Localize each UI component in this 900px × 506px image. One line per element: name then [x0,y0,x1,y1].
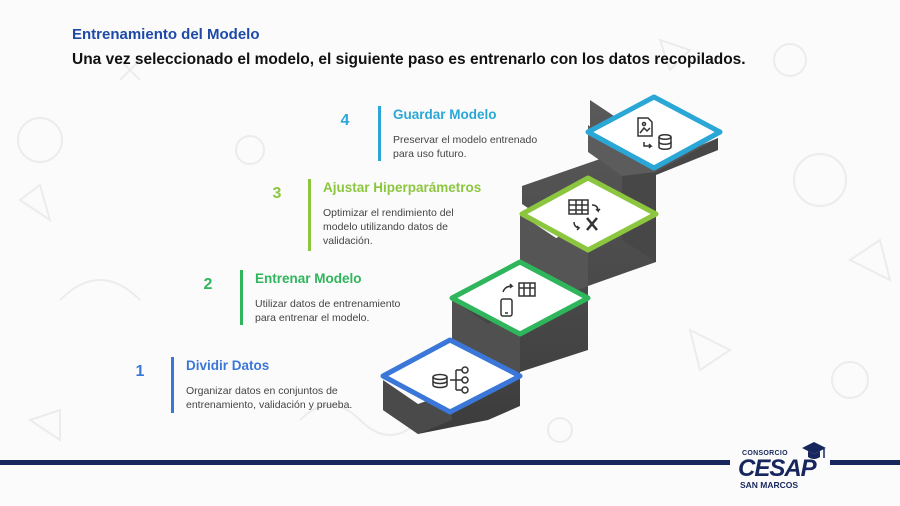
step-1-platform [380,337,523,415]
slide-subtitle: Una vez seleccionado el modelo, el sigui… [72,51,746,68]
step-4-description: Preservar el modelo entrenado para uso f… [393,133,593,161]
step-1-desc-line: Organizar datos en conjuntos de [186,385,338,397]
footer-bar-left [0,460,730,465]
step-3-title: Ajustar Hiperparámetros [323,180,482,195]
phone-table-sync-icon [500,282,536,317]
step-2-label: Entrenar Modelo Utilizar datos de entren… [240,270,455,325]
step-1-desc-line: entrenamiento, validación y prueba. [186,399,353,411]
cesap-logo: CONSORCIO CESAP SAN MARCOS [736,440,828,492]
step-3-label: Ajustar Hiperparámetros Optimizar el ren… [308,179,523,251]
step-1-label: Dividir Datos Organizar datos en conjunt… [171,357,386,413]
image-to-database-icon [637,117,672,151]
step-2-desc-line: para entrenar el modelo. [255,312,370,324]
step-4-desc-line: para uso futuro. [393,148,467,160]
step-3-platform [519,175,659,253]
step-2-description: Utilizar datos de entrenamiento para ent… [255,297,455,325]
logo-top-text: CONSORCIO [742,450,788,457]
step-3-number: 3 [272,185,282,202]
step-3-desc-line: validación. [323,235,373,247]
step-3-description: Optimizar el rendimiento del modelo util… [323,206,523,248]
database-split-icon [432,366,469,394]
step-4-desc-line: Preservar el modelo entrenado [393,134,538,146]
graduation-cap-icon [802,442,826,459]
step-2-number: 2 [203,276,213,293]
step-3-desc-line: Optimizar el rendimiento del [323,207,454,219]
step-1-description: Organizar datos en conjuntos de entrenam… [186,384,386,412]
step-1-number: 1 [135,363,145,380]
table-excel-cycle-icon [568,199,601,231]
step-1-title: Dividir Datos [186,358,270,373]
step-4-label: Guardar Modelo Preservar el modelo entre… [378,106,593,161]
step-4-title: Guardar Modelo [393,107,497,122]
logo-bottom-text: SAN MARCOS [740,480,799,490]
step-2-platform [449,259,591,337]
step-3-desc-line: modelo utilizando datos de [323,221,448,233]
logo-main-text: CESAP [738,455,817,482]
footer-bar-right [830,460,900,465]
step-2-desc-line: Utilizar datos de entrenamiento [255,298,401,310]
step-4-platform [585,94,723,171]
slide-title: Entrenamiento del Modelo [72,26,260,43]
step-2-title: Entrenar Modelo [255,271,362,286]
step-4-number: 4 [340,112,350,129]
